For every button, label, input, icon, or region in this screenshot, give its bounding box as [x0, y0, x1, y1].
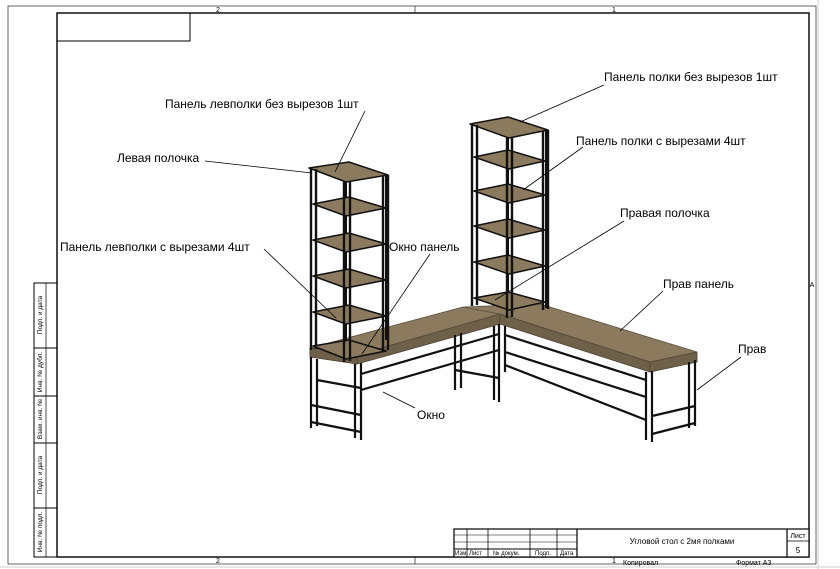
right-shelf-panel-4	[473, 254, 546, 275]
title-block: Изм. Лист № докум. Подп. Дата Угловой ст…	[453, 528, 810, 567]
callout-left-top-panel: Панель левполки без вырезов 1шт	[165, 97, 359, 111]
copied-by: Копировал	[623, 560, 658, 567]
zone-bottom-left: 2	[216, 558, 220, 565]
title-col-doc: № докум.	[493, 550, 520, 557]
right-shelf-tower	[469, 116, 550, 318]
callout-window: Окно	[417, 408, 445, 422]
left-tower-front-posts	[309, 168, 390, 362]
callout-leaders	[204, 84, 742, 409]
side-label-4: Подп. и дата	[37, 455, 44, 494]
zone-top-left: 2	[216, 7, 220, 14]
zone-right-edge: A	[810, 282, 815, 289]
corner-desk-assembly	[308, 116, 698, 442]
callout-right-shelf: Правая полочка	[620, 206, 710, 220]
callout-right-panel: Прав панель	[663, 277, 734, 291]
callout-left-cut-panels: Панель левполки с вырезами 4шт	[60, 240, 250, 254]
sheet-label: Лист	[790, 533, 806, 540]
right-desk-frame	[503, 326, 697, 442]
callout-window-panel: Окно панель	[389, 240, 460, 254]
callout-right: Прав	[738, 342, 766, 356]
side-label-3: Взам. инв. №	[37, 399, 44, 439]
right-tower-front-posts	[470, 124, 550, 318]
left-desk-frame	[309, 324, 501, 440]
title-col-sign: Подп.	[535, 551, 551, 557]
sheet-number: 5	[796, 546, 801, 555]
outer-frame	[7, 5, 817, 565]
callout-left-shelf: Левая полочка	[117, 151, 200, 165]
zone-top-right: 1	[612, 7, 616, 14]
left-shelf-tower	[308, 161, 390, 362]
side-label-1: Подп. и дата	[37, 295, 44, 334]
right-shelf-panel-2	[473, 183, 546, 204]
callout-labels: Панель левполки без вырезов 1шт Левая по…	[60, 70, 778, 422]
corner-stamp-box	[56, 12, 191, 42]
side-label-5: Инв. № подл.	[37, 512, 44, 553]
title-col-date: Дата	[560, 551, 574, 557]
side-label-2: Инв. № дубл.	[36, 352, 44, 392]
callout-right-cut-panels: Панель полки с вырезами 4шт	[576, 134, 746, 148]
zone-bottom-right: 1	[612, 558, 616, 565]
right-shelf-panel-3	[473, 218, 546, 239]
right-shelf-panel-base	[473, 291, 546, 311]
right-shelf-panel-1	[473, 149, 546, 170]
callout-right-top-panel: Панель полки без вырезов 1шт	[604, 70, 778, 84]
drawing-title: Угловой стол с 2мя полками	[630, 537, 735, 546]
title-col-change: Изм.	[455, 551, 468, 557]
title-col-sheet: Лист	[469, 551, 482, 557]
side-strip: Подп. и дата Инв. № дубл. Взам. инв. № П…	[33, 282, 58, 558]
paper-format: Формат А3	[736, 560, 771, 567]
